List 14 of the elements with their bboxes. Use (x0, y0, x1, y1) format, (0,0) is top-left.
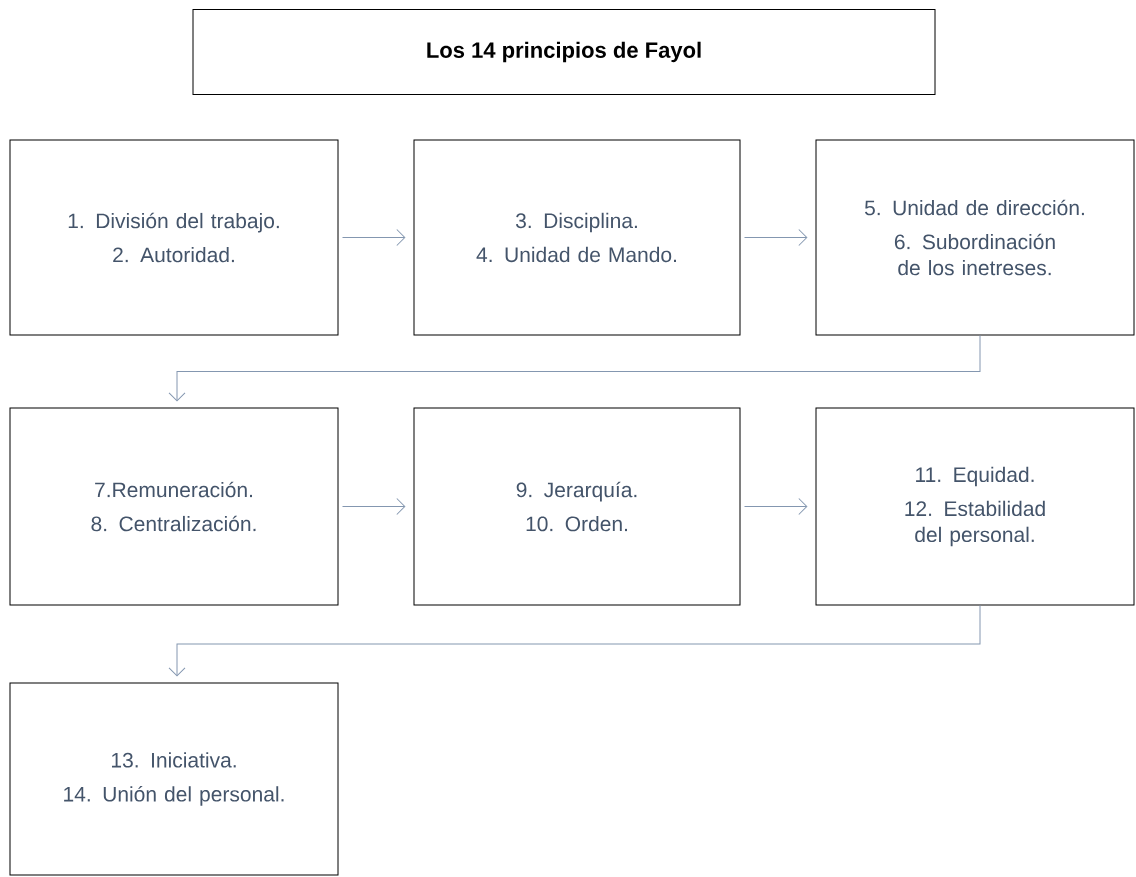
arrow (744, 229, 808, 246)
process-box: 13. Iniciativa. 14. Unión del personal. (9, 682, 339, 876)
arrow (342, 498, 406, 515)
arrow (342, 229, 406, 246)
process-box: 1. División del trabajo. 2. Autoridad. (9, 139, 339, 336)
arrow (168, 335, 981, 402)
process-box: 3. Disciplina. 4. Unidad de Mando. (413, 139, 741, 336)
arrow (744, 498, 808, 515)
process-box: 5. Unidad de dirección. 6. Subordinación de los inetreses. (815, 139, 1135, 336)
arrow (168, 605, 981, 677)
process-box: 7.Remuneración. 8. Centralización. (9, 407, 339, 606)
process-box: 9. Jerarquía. 10. Orden. (413, 407, 741, 606)
title-box: Los 14 principios de Fayol (192, 9, 936, 95)
process-box: 11. Equidad. 12. Estabilidad del personal. (815, 407, 1135, 606)
